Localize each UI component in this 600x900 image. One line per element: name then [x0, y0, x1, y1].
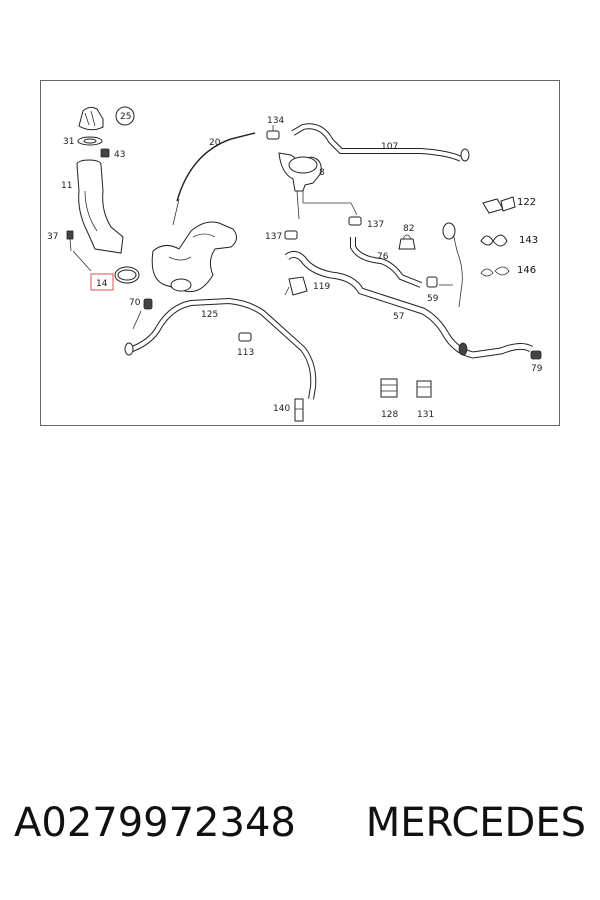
part-128-sensor[interactable] [380, 378, 398, 398]
part-119-bracket[interactable] [284, 276, 308, 296]
dipstick-tube[interactable] [439, 222, 463, 308]
part-131-sensor[interactable] [416, 380, 432, 398]
label-8: 8 [319, 168, 325, 178]
part-82-clip[interactable] [398, 234, 416, 250]
label-14: 14 [96, 279, 108, 289]
part-140-fitting[interactable] [294, 398, 304, 422]
label-146: 146 [517, 265, 536, 276]
diagram-drawing: 25 31 43 11 37 14 70 [47, 106, 543, 422]
part-20-hose[interactable] [172, 132, 256, 226]
label-131: 131 [417, 410, 434, 420]
label-31: 31 [63, 137, 74, 147]
highlight-box-14 [90, 273, 114, 291]
label-107: 107 [381, 142, 398, 152]
part-57-hose[interactable] [284, 250, 533, 359]
brand-name: MERCEDES [365, 800, 586, 846]
label-134: 134 [267, 116, 284, 126]
caption-bar: A0279972348 MERCEDES [0, 800, 600, 860]
label-82: 82 [403, 224, 414, 234]
part-76-hose[interactable] [350, 237, 423, 288]
part-59-clamp[interactable] [426, 276, 438, 288]
part-146-clips[interactable] [480, 266, 510, 277]
part-137-clamp-b[interactable] [284, 230, 298, 240]
label-25: 25 [120, 112, 131, 122]
label-76: 76 [377, 252, 389, 262]
label-57: 57 [393, 312, 404, 322]
part-107-hose[interactable] [291, 123, 470, 162]
label-113: 113 [237, 348, 254, 358]
part-113-clamp[interactable] [238, 332, 252, 342]
part-122-clips[interactable] [482, 196, 516, 214]
label-128: 128 [381, 410, 398, 420]
label-143: 143 [519, 235, 538, 246]
part-25-cap[interactable] [78, 106, 135, 131]
part-37-bolt[interactable] [66, 230, 74, 252]
part-134-clamp[interactable] [266, 125, 280, 140]
label-137b: 137 [265, 232, 282, 242]
part-number: A0279972348 [14, 800, 296, 846]
label-59: 59 [427, 294, 439, 304]
label-137a: 137 [367, 220, 384, 230]
central-intake-housing[interactable] [151, 221, 237, 293]
part-14-o-ring[interactable] [114, 266, 140, 284]
label-119: 119 [313, 282, 330, 292]
label-43: 43 [114, 150, 125, 160]
label-37: 37 [47, 232, 58, 242]
part-143-clips[interactable] [480, 234, 508, 247]
label-70: 70 [129, 298, 141, 308]
label-11: 11 [61, 181, 72, 191]
label-20: 20 [209, 138, 221, 148]
label-79: 79 [531, 364, 543, 374]
part-8-valve[interactable] [278, 152, 358, 220]
part-137-clamp-a[interactable] [348, 216, 362, 226]
part-125-hose[interactable] [124, 297, 317, 400]
label-140: 140 [273, 404, 290, 414]
part-43-bolt[interactable] [100, 148, 110, 158]
label-122: 122 [517, 197, 536, 208]
label-125: 125 [201, 310, 218, 320]
part-70-grommet[interactable] [143, 298, 153, 310]
parts-diagram: 25 31 43 11 37 14 70 [40, 80, 560, 426]
part-79-clamp[interactable] [530, 350, 542, 360]
part-31-seal[interactable] [77, 136, 103, 146]
part-11-filler-neck[interactable] [76, 159, 124, 254]
